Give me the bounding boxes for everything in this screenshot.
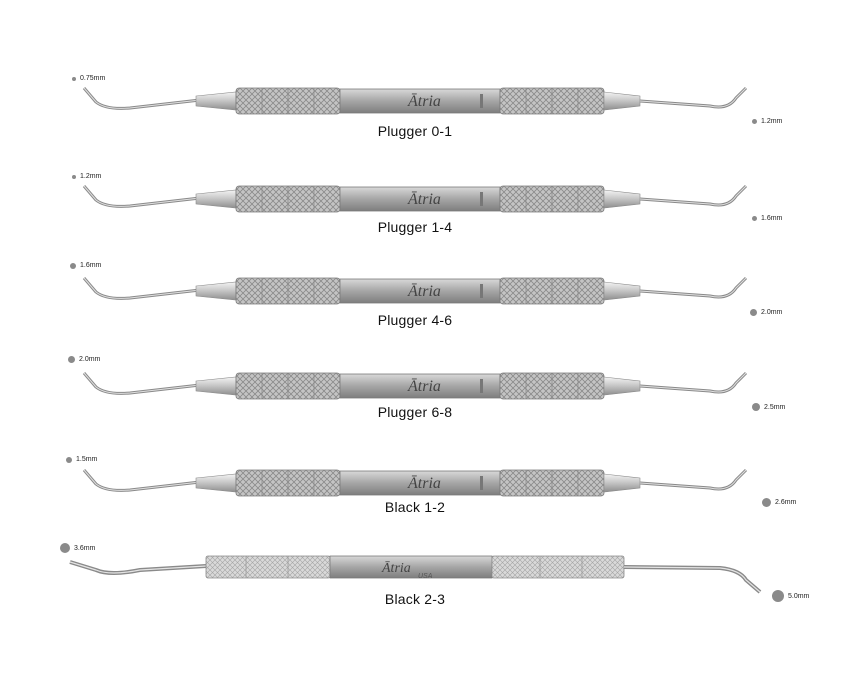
right-tip-size: 1.6mm: [752, 215, 782, 222]
right-tip-size: 5.0mm: [772, 590, 809, 602]
instrument-name: Plugger 1-4: [377, 219, 453, 235]
left-tip-size: 0.75mm: [72, 75, 105, 82]
tip-dot-icon: [752, 216, 757, 221]
instrument-image: [82, 184, 748, 214]
instrument-image: [82, 86, 748, 116]
right-tip-size: 2.0mm: [750, 309, 782, 316]
instrument-plugger-1-4: 1.2mm 1.6mm Plugger 1-4: [0, 168, 858, 268]
tip-dot-icon: [772, 590, 784, 602]
tip-dot-icon: [762, 498, 771, 507]
left-tip-size: 1.2mm: [72, 173, 101, 180]
tip-dot-icon: [752, 119, 757, 124]
instrument-plugger-0-1: 0.75mm 1.2mm Plugger 0-1: [0, 70, 858, 170]
tip-dot-icon: [752, 403, 760, 411]
left-tip-size: 2.0mm: [68, 356, 100, 363]
tip-dot-icon: [72, 174, 76, 179]
instrument-name: Plugger 6-8: [377, 404, 453, 420]
instrument-black-2-3: 3.6mm 5.0mm Black 2-3: [0, 540, 858, 640]
tip-dot-icon: [72, 76, 76, 81]
instrument-name: Black 2-3: [384, 591, 446, 607]
tip-dot-icon: [60, 543, 70, 553]
right-tip-size: 1.2mm: [752, 118, 782, 125]
instrument-image: [68, 554, 762, 594]
left-tip-size: 3.6mm: [60, 543, 95, 553]
tip-dot-icon: [66, 456, 72, 463]
instrument-plugger-4-6: 1.6mm 2.0mm Plugger 4-6: [0, 260, 858, 360]
tip-dot-icon: [70, 262, 76, 269]
instrument-name: Black 1-2: [384, 499, 446, 515]
instrument-name: Plugger 0-1: [377, 123, 453, 139]
left-tip-size: 1.6mm: [70, 262, 101, 269]
instrument-image: [82, 276, 748, 306]
right-tip-size: 2.5mm: [752, 403, 785, 411]
tip-dot-icon: [750, 309, 757, 316]
instrument-name: Plugger 4-6: [377, 312, 453, 328]
left-tip-size: 1.5mm: [66, 456, 97, 463]
right-tip-size: 2.6mm: [762, 498, 796, 507]
instrument-black-1-2: 1.5mm 2.6mm Black 1-2: [0, 452, 858, 552]
instrument-plugger-6-8: 2.0mm 2.5mm Plugger 6-8: [0, 355, 858, 455]
tip-dot-icon: [68, 356, 75, 363]
